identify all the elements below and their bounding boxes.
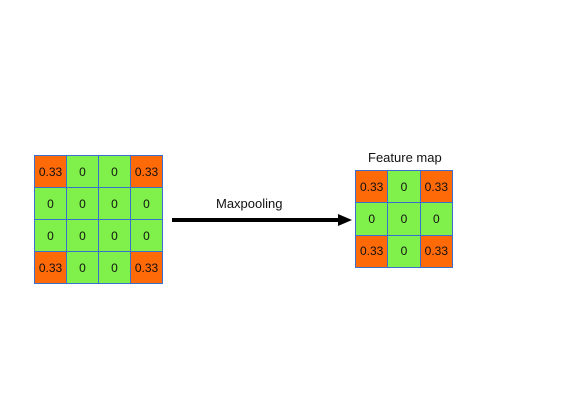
feature-map-title: Feature map	[368, 150, 442, 165]
input-cell: 0.33	[130, 155, 163, 188]
feature-map-cell: 0.33	[354, 169, 389, 204]
input-cell: 0	[98, 219, 131, 252]
input-cell: 0	[34, 187, 67, 220]
input-cell: 0.33	[130, 251, 163, 284]
right-arrow-icon	[172, 214, 352, 226]
feature-map-cell: 0.33	[354, 234, 389, 269]
input-cell: 0	[66, 155, 99, 188]
input-matrix: 0.33 0 0 0.33 0 0 0 0 0 0 0 0 0.33 0 0 0…	[34, 155, 163, 284]
feature-map-cell: 0.33	[419, 234, 454, 269]
feature-map-cell: 0	[387, 169, 421, 204]
feature-map-cell: 0.33	[419, 169, 454, 204]
feature-map-cell: 0	[387, 234, 421, 269]
input-cell: 0	[66, 251, 99, 284]
input-cell: 0	[66, 187, 99, 220]
input-cell: 0	[34, 219, 67, 252]
feature-map-row: 0.33 0 0.33	[354, 169, 454, 204]
input-cell: 0	[98, 187, 131, 220]
maxpooling-label: Maxpooling	[216, 196, 283, 211]
input-cell: 0	[98, 251, 131, 284]
input-row: 0.33 0 0 0.33	[34, 251, 163, 284]
input-row: 0.33 0 0 0.33	[34, 155, 163, 188]
input-cell: 0	[98, 155, 131, 188]
input-row: 0 0 0 0	[34, 219, 163, 252]
input-cell: 0	[130, 219, 163, 252]
input-cell: 0	[130, 187, 163, 220]
input-cell: 0	[66, 219, 99, 252]
feature-map-matrix: 0.33 0 0.33 0 0 0 0.33 0 0.33	[354, 169, 454, 269]
feature-map-cell: 0	[387, 202, 421, 236]
feature-map-row: 0 0 0	[354, 202, 454, 236]
feature-map-cell: 0	[354, 202, 389, 236]
input-row: 0 0 0 0	[34, 187, 163, 220]
feature-map-cell: 0	[419, 202, 454, 236]
feature-map-row: 0.33 0 0.33	[354, 234, 454, 269]
input-cell: 0.33	[34, 251, 67, 284]
input-cell: 0.33	[34, 155, 67, 188]
